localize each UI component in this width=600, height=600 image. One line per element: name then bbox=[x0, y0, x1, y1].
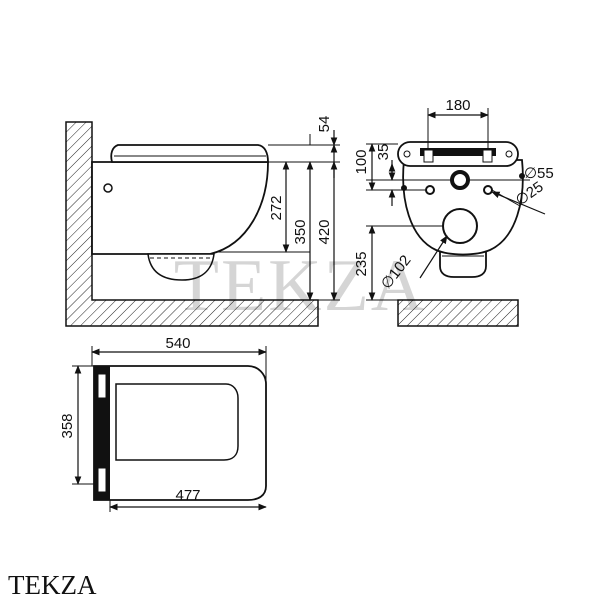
svg-text:∅: ∅ bbox=[524, 165, 537, 182]
dim-inlet-diameter: ∅ 55 bbox=[524, 165, 554, 182]
rear-trap bbox=[439, 247, 487, 278]
dim-rim-thickness: 54 bbox=[316, 116, 333, 133]
rear-floor-hatch bbox=[397, 299, 519, 327]
watermark: TEKZA bbox=[174, 245, 427, 327]
rear-view: 180 35 100 235 ∅ 55 ∅ 25 ∅ 102 bbox=[353, 97, 554, 327]
dim-seat-length: 477 bbox=[175, 487, 200, 504]
top-hinge-bar bbox=[94, 366, 110, 500]
dim-floor-to-bottom: 350 bbox=[292, 219, 309, 244]
dim-bolt-height: 100 bbox=[353, 149, 370, 174]
trap bbox=[147, 253, 215, 281]
dim-top-width: 358 bbox=[59, 413, 76, 438]
dim-floor-to-top: 420 bbox=[316, 219, 333, 244]
bolt-hole-right bbox=[483, 185, 493, 195]
dim-waste-height: 235 bbox=[353, 251, 370, 276]
top-bowl-opening bbox=[115, 383, 239, 461]
seat-lid bbox=[110, 144, 269, 163]
dim-holes-offset: 35 bbox=[375, 144, 392, 161]
waste-hole bbox=[442, 208, 478, 244]
dim-rear-width: 180 bbox=[445, 97, 470, 114]
brand-logo: TEKZA bbox=[8, 570, 97, 600]
dim-inlet-diameter-value: 55 bbox=[537, 165, 554, 182]
dim-bolt-diameter: ∅ 25 bbox=[513, 178, 547, 209]
dim-bolt-diameter-value: 25 bbox=[523, 178, 546, 201]
bolt-hole-left bbox=[425, 185, 435, 195]
side-view: 54 272 350 420 bbox=[65, 116, 340, 327]
bowl-body bbox=[91, 161, 269, 255]
inlet-circle bbox=[103, 183, 113, 193]
inlet-hole bbox=[450, 170, 470, 190]
dim-top-length: 540 bbox=[165, 335, 190, 352]
dim-rim-height: 272 bbox=[268, 195, 285, 220]
top-view: 540 358 477 bbox=[59, 335, 267, 512]
